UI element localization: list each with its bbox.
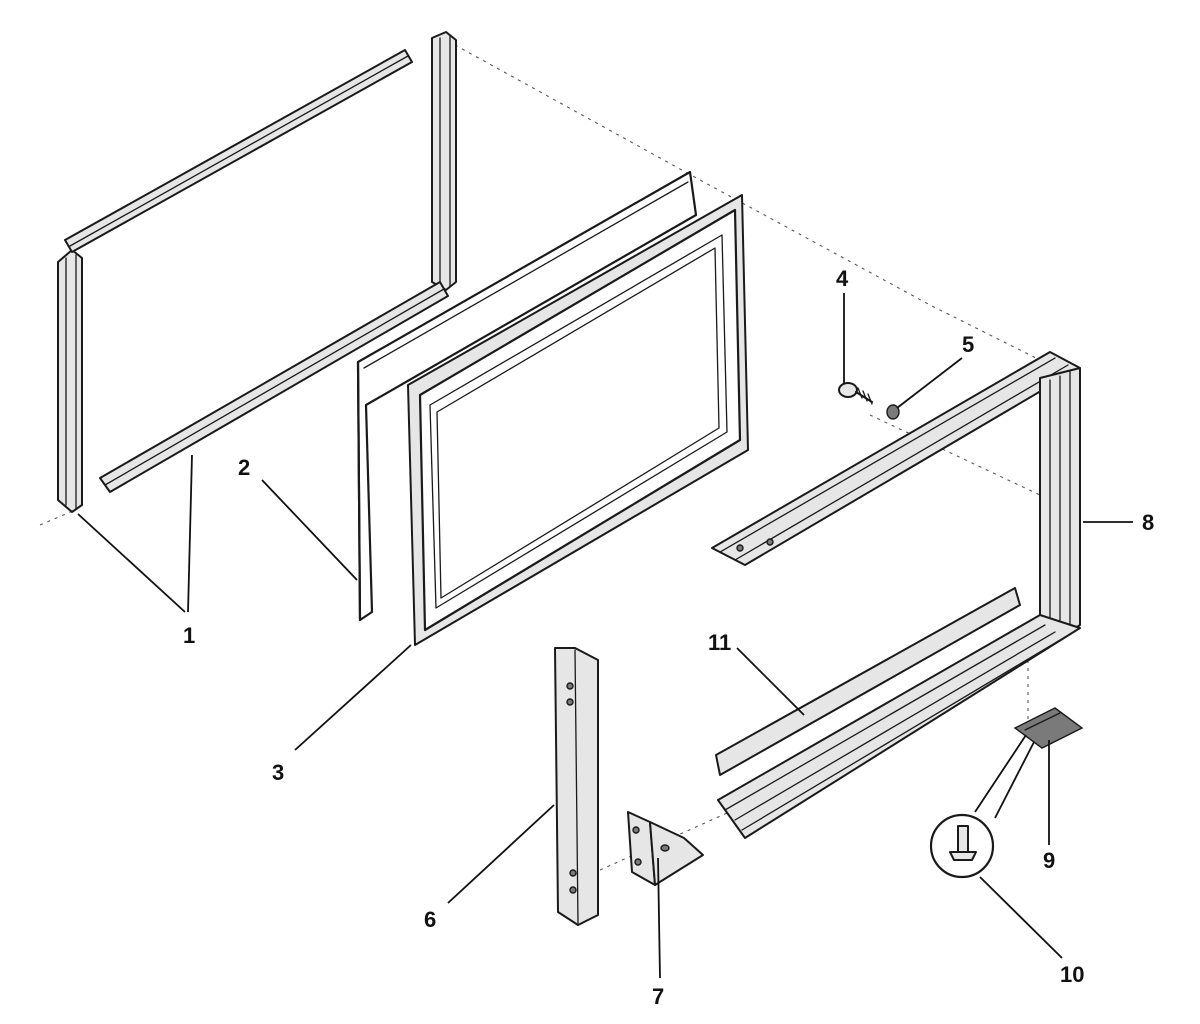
callout-5: 5: [962, 332, 974, 357]
callout-3: 3: [272, 760, 284, 785]
part-1-frame-channels: [57, 31, 457, 513]
part-8-outer-frame: [711, 351, 1081, 839]
part-3-glass-frame: [407, 194, 749, 646]
callout-10: 10: [1060, 962, 1084, 987]
part-4-screw: [838, 382, 874, 405]
part-2-gasket-panel: [356, 170, 698, 622]
leader-lines: [77, 293, 1133, 979]
callout-labels: 1 2 3 4 5 6 7 8 9 10 11: [183, 266, 1154, 1009]
callout-6: 6: [424, 907, 436, 932]
callout-1: 1: [183, 623, 195, 648]
callout-2: 2: [238, 455, 250, 480]
callout-7: 7: [652, 984, 664, 1009]
part-6-vertical-bracket: [554, 647, 599, 926]
part-5-nut: [886, 404, 900, 420]
part-11-trim-strip: [715, 587, 1021, 776]
alignment-lines: [39, 44, 1051, 871]
part-10-screw-detail: [929, 734, 1035, 879]
callout-8: 8: [1142, 510, 1154, 535]
callout-9: 9: [1043, 848, 1055, 873]
part-7-corner-bracket: [627, 811, 704, 886]
callout-11: 11: [708, 630, 731, 655]
callout-4: 4: [836, 266, 849, 291]
part-9-foot-pad: [1013, 707, 1084, 749]
